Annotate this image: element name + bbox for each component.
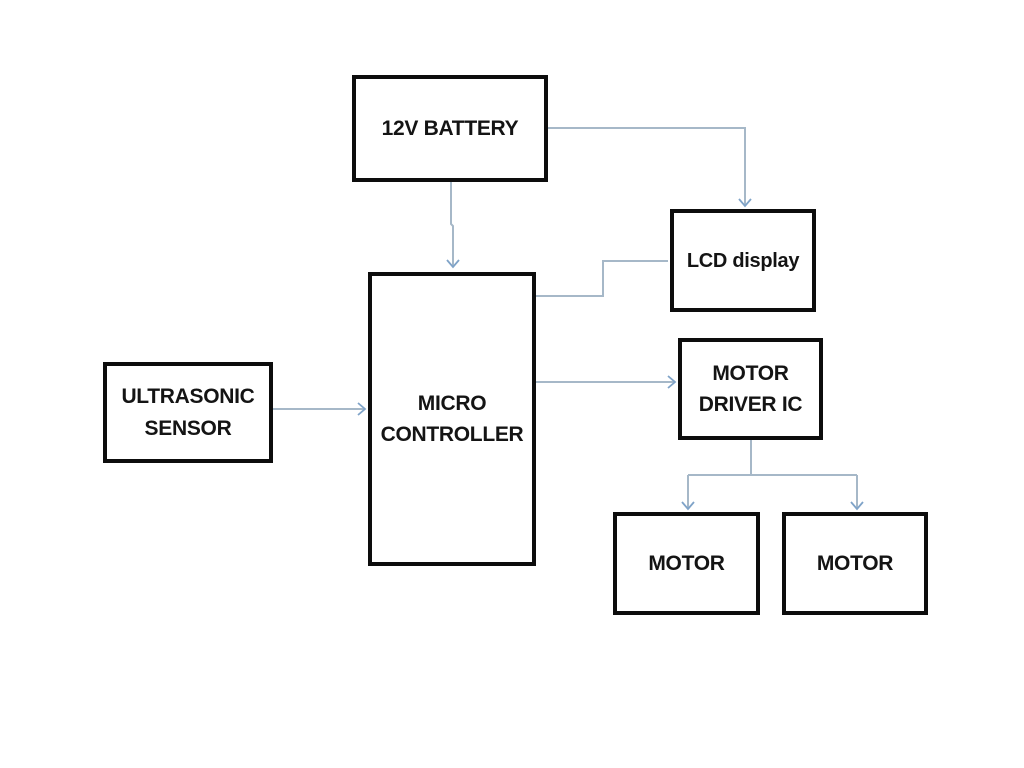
- block-12v-battery: 12V BATTERY: [352, 75, 548, 182]
- connector-battery-to-lcd-display: [548, 127, 752, 208]
- block-lcd-display-label: LCD display: [686, 249, 800, 272]
- block-motor-driver-ic-label: MOTOR DRIVER IC: [698, 361, 803, 417]
- block-motor-left-label: MOTOR: [648, 551, 725, 575]
- connector-microcontroller-to-lcd-display: [536, 260, 668, 297]
- block-motor-left: MOTOR: [613, 512, 760, 615]
- connector-battery-to-microcontroller: [446, 182, 460, 269]
- block-motor-driver-ic: MOTOR DRIVER IC: [678, 338, 823, 440]
- block-lcd-display: LCD display: [670, 209, 816, 312]
- block-motor-right-label: MOTOR: [816, 551, 894, 575]
- block-motor-right: MOTOR: [782, 512, 928, 615]
- block-ultrasonic-sensor-label: ULTRASONIC SENSOR: [121, 385, 255, 440]
- block-microcontroller: MICRO CONTROLLER: [368, 272, 536, 566]
- block-microcontroller-label: MICRO CONTROLLER: [380, 391, 524, 447]
- block-12v-battery-label: 12V BATTERY: [381, 116, 519, 140]
- connector-motor-driver-ic-stem: [688, 440, 857, 476]
- block-ultrasonic-sensor: ULTRASONIC SENSOR: [103, 362, 273, 463]
